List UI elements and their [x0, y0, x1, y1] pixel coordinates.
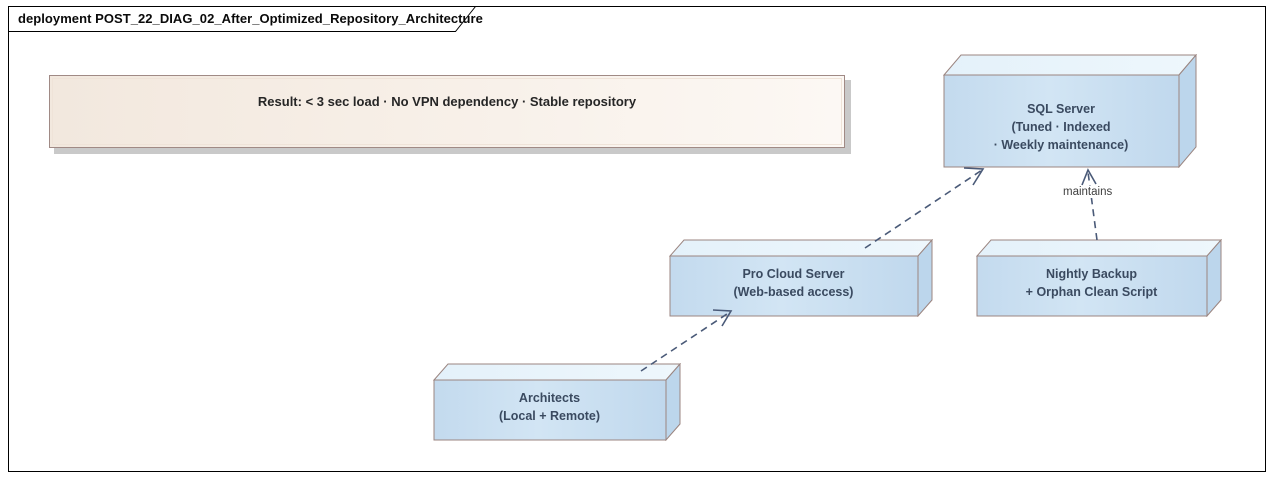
- diagram-frame: [8, 6, 1266, 472]
- node-architects-line-2: (Local + Remote): [498, 409, 601, 423]
- node-nightly-backup-line-2: + Orphan Clean Script: [1025, 285, 1158, 299]
- note-inner-border: [52, 78, 842, 145]
- diagram-title-label: deployment POST_22_DIAG_02_After_Optimiz…: [18, 11, 483, 26]
- frame-tab-outline-icon: [8, 6, 476, 32]
- node-3d-body-icon: [433, 363, 681, 441]
- node-pro-cloud-server-line-1: Pro Cloud Server: [742, 267, 845, 281]
- result-note[interactable]: Result: < 3 sec load · No VPN dependency…: [49, 75, 845, 148]
- note-text: Result: < 3 sec load · No VPN dependency…: [257, 94, 637, 109]
- node-nightly-backup[interactable]: Nightly Backup + Orphan Clean Script: [976, 239, 1222, 317]
- diagram-frame-title-tab[interactable]: deployment POST_22_DIAG_02_After_Optimiz…: [8, 6, 483, 32]
- node-pro-cloud-server-line-2: (Web-based access): [733, 285, 854, 299]
- node-sql-server-line-3: · Weekly maintenance): [993, 138, 1129, 152]
- node-sql-server-line-1: SQL Server: [1027, 102, 1095, 116]
- node-sql-server[interactable]: SQL Server (Tuned · Indexed · Weekly mai…: [943, 54, 1197, 168]
- node-3d-body-icon: [943, 54, 1197, 168]
- node-3d-body-icon: [976, 239, 1222, 317]
- node-architects-line-1: Architects: [518, 391, 581, 405]
- node-nightly-backup-line-1: Nightly Backup: [1046, 267, 1137, 281]
- connector-label-maintains: maintains: [1061, 186, 1115, 198]
- node-sql-server-line-2: (Tuned · Indexed: [1011, 120, 1111, 134]
- node-architects[interactable]: Architects (Local + Remote): [433, 363, 681, 441]
- node-pro-cloud-server[interactable]: Pro Cloud Server (Web-based access): [669, 239, 933, 317]
